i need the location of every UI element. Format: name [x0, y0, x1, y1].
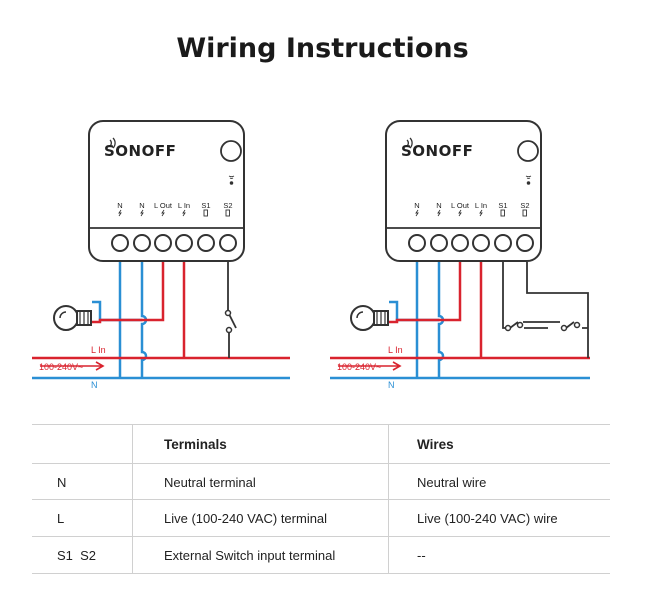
terminal-label: N: [436, 201, 441, 210]
wifi-signal-icon: [109, 137, 413, 149]
live-wire-lout: [92, 242, 165, 324]
table-cell: Neutral wire: [388, 464, 610, 500]
wifi-icon: [525, 175, 532, 185]
terminal-marks: [415, 209, 527, 217]
switch-wire: [502, 262, 589, 358]
table-cell: Live (100-240 VAC) terminal: [132, 500, 388, 537]
page-title: Wiring Instructions: [176, 33, 469, 64]
terminal-label: N: [139, 201, 144, 210]
wifi-icon: [228, 175, 235, 185]
live-wire-lout: [389, 242, 462, 324]
terminal-label: L Out: [451, 201, 470, 210]
brand-logo: SONOFF: [401, 142, 473, 160]
table-row: L Live (100-240 VAC) terminal Live (100-…: [32, 499, 610, 537]
neutral-wire-lamp-branch: [92, 300, 142, 322]
table-header-cell: Terminals: [132, 425, 388, 463]
terminal-label: S2: [520, 201, 529, 210]
terminal-label: S1: [498, 201, 507, 210]
table-row: S1 S2 External Switch input terminal --: [32, 536, 610, 573]
diagram-single-switch: [32, 120, 290, 380]
neutral-wire-lamp-branch: [389, 300, 439, 322]
terminal-label: L In: [178, 201, 190, 210]
table-cell: S1 S2: [57, 547, 97, 563]
terminal-marks: [118, 209, 230, 217]
arrow-icon: [338, 361, 402, 371]
wiring-diagrams: SONOFF SONOFF N N L Out L In S1 S2 N N L…: [32, 120, 590, 390]
table-row: N Neutral terminal Neutral wire: [32, 463, 610, 500]
terminal-sockets: [111, 234, 237, 252]
neutral-label: N: [388, 380, 395, 390]
table-cell: Neutral terminal: [132, 464, 388, 500]
table-cell: External Switch input terminal: [132, 537, 388, 573]
lamp-icon: [350, 305, 389, 331]
l-in-label: L In: [91, 345, 106, 355]
brand-logo: SONOFF: [104, 142, 176, 160]
table-cell: L: [57, 511, 65, 526]
l-in-label: L In: [388, 345, 403, 355]
terminal-table: Terminals Wires N Neutral terminal Neutr…: [32, 424, 610, 574]
lamp-icon: [53, 305, 92, 331]
table-cell: N: [57, 474, 67, 490]
terminal-label: L Out: [154, 201, 173, 210]
voltage-label: 100-240V~: [337, 362, 381, 372]
table-cell: --: [388, 537, 610, 573]
voltage-label: 100-240V~: [39, 362, 83, 372]
table-header-cell: [32, 425, 132, 463]
table-header-row: Terminals Wires: [32, 425, 610, 463]
terminal-sockets: [408, 234, 534, 252]
diagram-two-way-switch: [330, 120, 590, 380]
terminal-label: S1: [201, 201, 210, 210]
table-cell: Live (100-240 VAC) wire: [388, 500, 610, 537]
sonoff-device: [88, 120, 245, 262]
terminal-label: N: [414, 201, 419, 210]
terminal-label: N: [117, 201, 122, 210]
sonoff-device: [385, 120, 542, 262]
arrow-icon: [40, 361, 105, 371]
terminal-label: S2: [223, 201, 232, 210]
table-header-cell: Wires: [388, 425, 610, 463]
neutral-label: N: [91, 380, 98, 390]
terminal-label: L In: [475, 201, 487, 210]
